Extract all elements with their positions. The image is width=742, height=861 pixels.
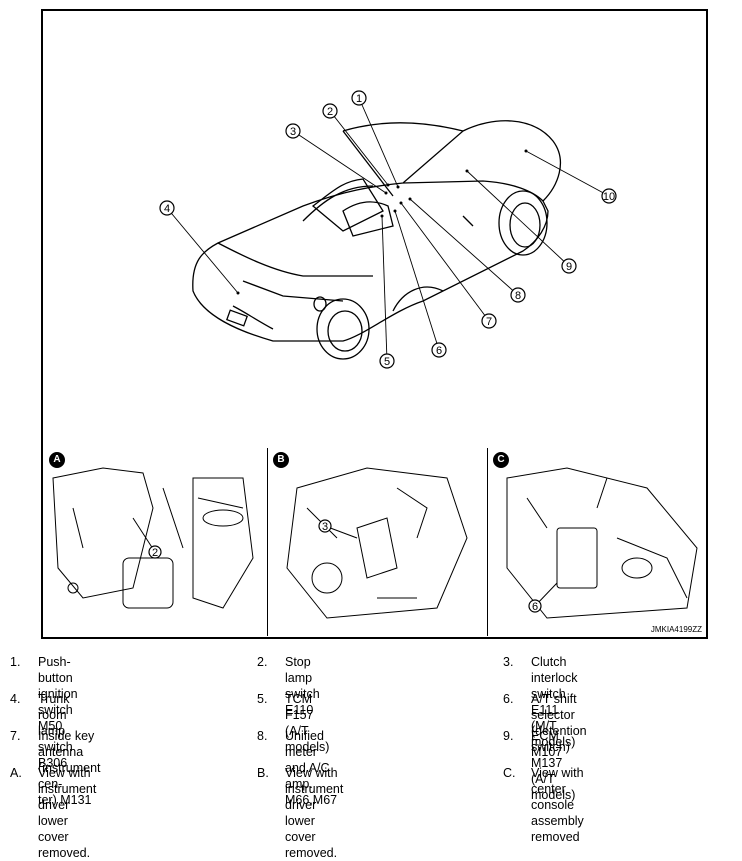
legend-number: 8. xyxy=(257,729,268,743)
callout-circle-4 xyxy=(159,200,175,216)
detail-letter-a: A xyxy=(49,452,65,468)
legend-text: View with center console assembly remove… xyxy=(531,766,584,844)
callout-circle-6 xyxy=(431,342,447,358)
callout-circle-2 xyxy=(322,103,338,119)
callout-label-9: 9 xyxy=(566,261,572,273)
pedal-assembly-illustration: 2 xyxy=(52,467,254,609)
legend-number: 6. xyxy=(503,692,514,706)
callout-label-7: 7 xyxy=(486,316,492,328)
legend-number: 2. xyxy=(257,655,268,669)
callout-label-6: 6 xyxy=(436,345,442,357)
detail-letter-b: B xyxy=(273,452,289,468)
callout-circle-1 xyxy=(351,90,367,106)
callout-circle-10 xyxy=(601,188,617,204)
callout-circle-9 xyxy=(561,258,577,274)
legend-text: Inside key antenna (instrument cen- ter)… xyxy=(38,729,101,807)
callout-circle-7 xyxy=(481,313,497,329)
legend-text: Trunk room lamp switch B306 xyxy=(38,692,73,770)
legend-text: View with instrument driver lower cover … xyxy=(285,766,344,860)
legend-text: A/T shift selector (detention switch) M1… xyxy=(531,692,587,802)
detail-letter-c: C xyxy=(493,452,509,468)
legend-number: B. xyxy=(257,766,269,780)
detail-panel-c: C 6 JMKIA4199ZZ xyxy=(487,448,706,636)
steering-column-illustration: 3 xyxy=(286,467,468,619)
detail-panel-a: A 2 xyxy=(43,448,268,636)
callout-circle-8 xyxy=(510,287,526,303)
legend-number: 9. xyxy=(503,729,514,743)
legend-number: 5. xyxy=(257,692,268,706)
legend-text: ECM M107 xyxy=(531,729,563,759)
legend-text: Stop lamp switch E110 xyxy=(285,655,320,717)
callout-label-1: 1 xyxy=(356,93,362,105)
detail-panel-b: B 3 xyxy=(267,448,488,636)
callout-label-8: 8 xyxy=(515,290,521,302)
detail-a-callout: 2 xyxy=(152,547,158,559)
legend-number: A. xyxy=(10,766,22,780)
legend-number: C. xyxy=(503,766,516,780)
callout-label-4: 4 xyxy=(164,203,170,215)
callout-label-10: 10 xyxy=(603,191,615,203)
detail-b-callout: 3 xyxy=(322,521,328,533)
callout-label-2: 2 xyxy=(327,106,333,118)
legend-text: Unified meter and A/C amp. M66,M67 xyxy=(285,729,338,807)
diagram-frame: 1 2 3 4 5 6 7 8 9 10 A 2 B xyxy=(41,9,708,639)
legend-number: 3. xyxy=(503,655,514,669)
legend-text: Push-button ignition switch M50 xyxy=(38,655,78,733)
callout-circle-3 xyxy=(285,123,301,139)
legend-text: View with instrument driver lower cover … xyxy=(38,766,97,860)
legend-number: 1. xyxy=(10,655,21,669)
figure-code: JMKIA4199ZZ xyxy=(650,625,702,634)
callout-label-3: 3 xyxy=(290,126,296,138)
callout-label-5: 5 xyxy=(384,356,390,368)
legend-text: Clutch interlock switch E111 (M/T models… xyxy=(531,655,578,749)
center-console-illustration: 6 xyxy=(506,467,698,619)
legend-text: TCM F157 (A/T models) xyxy=(285,692,330,754)
legend-number: 4. xyxy=(10,692,21,706)
legend-number: 7. xyxy=(10,729,21,743)
detail-c-callout: 6 xyxy=(532,601,538,613)
callout-circle-5 xyxy=(379,353,395,369)
car-illustration: 1 2 3 4 5 6 7 8 9 10 xyxy=(159,90,617,369)
